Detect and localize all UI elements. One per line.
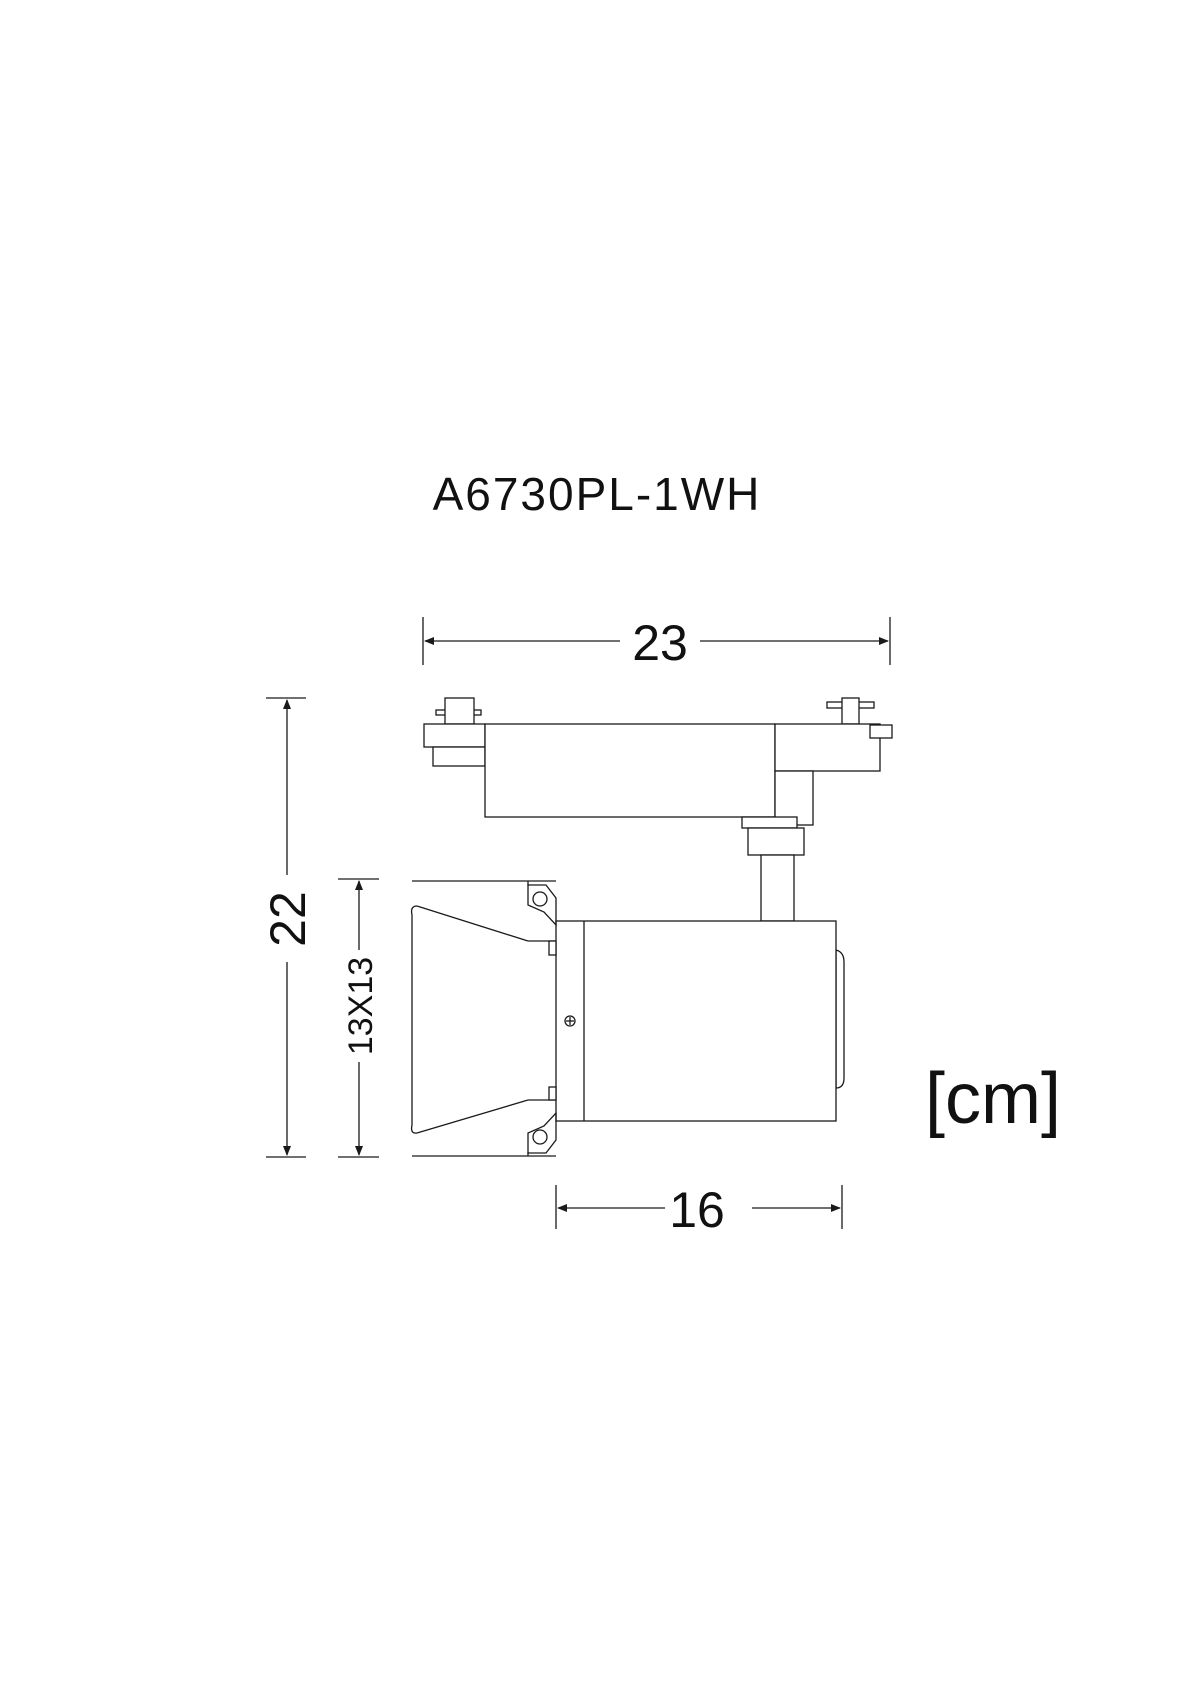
dimension-head-size-label: 13X13 [342, 957, 380, 1055]
lamp-head [555, 920, 845, 1122]
dimension-width-label: 23 [632, 615, 688, 671]
dimension-width: 23 [422, 615, 891, 671]
barn-doors [410, 880, 557, 1157]
model-title: A6730PL-1WH [433, 468, 762, 520]
dimension-head-size: 13X13 [338, 878, 380, 1158]
screw-icon [564, 1015, 576, 1027]
dimension-length-label: 16 [669, 1182, 725, 1238]
dimension-height: 22 [260, 697, 316, 1158]
dimension-height-label: 22 [260, 891, 316, 947]
dimension-length: 16 [555, 1182, 843, 1238]
track-adapter [423, 697, 893, 922]
unit-label: [cm] [925, 1059, 1061, 1139]
